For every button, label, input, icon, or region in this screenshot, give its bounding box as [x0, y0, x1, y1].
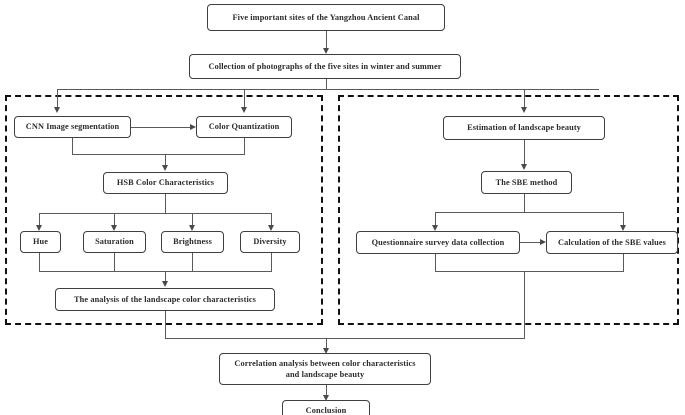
connector-sites-to-collection: [325, 31, 327, 49]
node-cnn-image-segmentation[interactable]: CNN Image segmentation: [14, 116, 131, 138]
bus-merge-right-branch: [435, 271, 624, 273]
connector-hsb-down: [164, 194, 166, 213]
node-conclusion[interactable]: Conclusion: [282, 400, 370, 415]
node-conclusion-label: Conclusion: [305, 406, 347, 415]
node-saturation-label: Saturation: [95, 237, 134, 247]
node-correlation-label: Correlation analysis between color chara…: [224, 358, 425, 380]
node-correlation-line2: and landscape beauty: [285, 370, 365, 379]
connector-bus-to-sbe-values: [623, 212, 625, 226]
connector-bus-to-hue: [39, 213, 41, 226]
node-sbe-method[interactable]: The SBE method: [481, 171, 572, 194]
node-hsb-color-characteristics[interactable]: HSB Color Characteristics: [103, 172, 228, 194]
bus-final-merge: [164, 338, 525, 340]
node-questionnaire-survey[interactable]: Questionnaire survey data collection: [356, 231, 520, 254]
node-hue[interactable]: Hue: [20, 231, 61, 253]
arrowhead-estimation: [521, 107, 527, 113]
connector-merge-to-hsb: [164, 154, 166, 166]
node-estimation-landscape-beauty[interactable]: Estimation of landscape beauty: [443, 116, 605, 140]
arrowhead-diversity: [268, 225, 274, 231]
arrowhead-color-analysis: [161, 281, 168, 287]
node-sbe-values-label: Calculation of the SBE values: [557, 237, 666, 247]
arrowhead-conclusion: [322, 395, 329, 401]
connector-merge-to-correlation: [325, 338, 327, 349]
connector-correlation-to-conclusion: [325, 385, 327, 396]
arrowhead-quantization: [241, 107, 247, 113]
node-brightness-label: Brightness: [173, 237, 212, 247]
node-sbe-values[interactable]: Calculation of the SBE values: [546, 231, 678, 254]
connector-cnn-to-quantization: [131, 126, 190, 128]
connector-bus-to-brightness: [192, 213, 194, 226]
group-landscape-beauty: [338, 95, 679, 325]
node-diversity-label: Diversity: [253, 237, 287, 247]
node-saturation[interactable]: Saturation: [83, 231, 146, 253]
connector-cnn-down: [72, 138, 74, 154]
node-collection-label: Collection of photographs of the five si…: [208, 61, 442, 71]
connector-questionnaire-to-sbe-values: [520, 242, 540, 244]
node-brightness[interactable]: Brightness: [161, 231, 224, 253]
node-questionnaire-label: Questionnaire survey data collection: [371, 237, 505, 247]
node-hue-label: Hue: [32, 237, 49, 247]
connector-bus-to-questionnaire: [435, 212, 437, 226]
connector-bus-to-cnn: [57, 89, 59, 108]
node-estimation-label: Estimation of landscape beauty: [467, 123, 581, 133]
bus-merge-to-hsb: [72, 154, 245, 156]
node-hsb-label: HSB Color Characteristics: [116, 178, 215, 188]
arrowhead-brightness: [189, 225, 195, 231]
connector-merge-to-color-analysis: [164, 271, 166, 282]
connector-bus-to-saturation: [114, 213, 116, 226]
connector-saturation-down: [114, 253, 116, 271]
connector-bus-to-estimation: [524, 89, 526, 108]
arrowhead-hue: [36, 225, 42, 231]
connector-sbe-values-down: [623, 254, 625, 271]
node-correlation-analysis[interactable]: Correlation analysis between color chara…: [219, 353, 431, 385]
node-five-sites-label: Five important sites of the Yangzhou Anc…: [232, 12, 420, 22]
connector-questionnaire-down: [435, 254, 437, 271]
connector-estimation-to-sbe: [524, 140, 526, 165]
arrowhead-questionnaire-to-sbe-values: [540, 239, 546, 245]
connector-quantization-down: [244, 138, 246, 154]
node-collection[interactable]: Collection of photographs of the five si…: [189, 54, 461, 79]
connector-right-branch-out: [524, 271, 526, 338]
node-cnn-label: CNN Image segmentation: [25, 122, 120, 132]
connector-hue-down: [39, 253, 41, 271]
arrowhead-cnn: [54, 107, 60, 113]
node-color-analysis-label: The analysis of the landscape color char…: [74, 294, 256, 304]
arrowhead-collection: [322, 48, 329, 54]
connector-bus-to-diversity: [271, 213, 273, 226]
connector-bus-to-quantization: [244, 89, 246, 108]
arrowhead-cnn-to-quantization: [190, 123, 196, 130]
arrowhead-hsb: [161, 165, 168, 171]
connector-collection-down: [325, 79, 327, 89]
bus-top-split: [57, 89, 599, 91]
node-diversity[interactable]: Diversity: [240, 231, 300, 253]
arrowhead-questionnaire: [432, 225, 438, 231]
node-quantization-label: Color Quantization: [208, 122, 280, 132]
connector-brightness-down: [192, 253, 194, 271]
bus-hsb-split: [39, 213, 271, 215]
arrowhead-correlation: [322, 348, 329, 354]
connector-diversity-down: [271, 253, 273, 271]
group-color-characteristics: [5, 95, 323, 325]
arrowhead-saturation: [111, 225, 117, 231]
node-color-analysis[interactable]: The analysis of the landscape color char…: [55, 288, 275, 311]
bus-sbe-split: [435, 212, 623, 214]
connector-color-analysis-out: [164, 311, 166, 338]
node-five-sites[interactable]: Five important sites of the Yangzhou Anc…: [207, 4, 445, 31]
node-correlation-line1: Correlation analysis between color chara…: [234, 358, 416, 368]
bus-merge-color-analysis: [39, 271, 272, 273]
node-sbe-method-label: The SBE method: [495, 177, 558, 187]
connector-sbe-method-down: [524, 194, 526, 212]
arrowhead-sbe-values: [620, 225, 626, 231]
node-color-quantization[interactable]: Color Quantization: [196, 116, 292, 138]
arrowhead-sbe-method: [521, 164, 527, 170]
